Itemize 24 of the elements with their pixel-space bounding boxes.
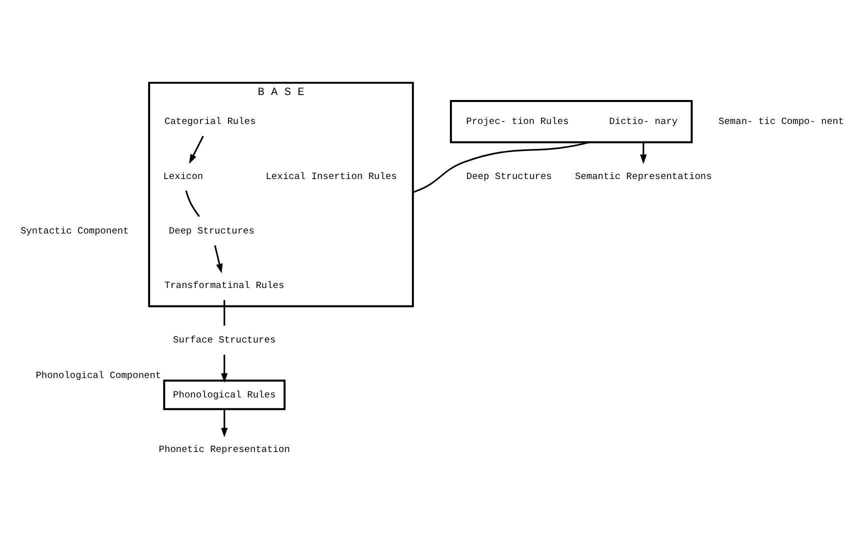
node-text: Dictio- nary	[609, 116, 678, 127]
node-text: Deep Structures	[168, 224, 254, 236]
node-label: Syntactic Component	[20, 224, 129, 236]
arrow	[221, 354, 228, 382]
node-text: Lexicon	[163, 170, 204, 182]
node-text: Categorial Rules	[164, 116, 256, 127]
node-text: Semantic Representations	[574, 170, 712, 182]
connector	[224, 300, 226, 326]
node-box: Phonological Rules	[163, 379, 286, 410]
node-label: Seman- tic Compo- nent	[718, 116, 844, 127]
node-text: Phonetic Representation	[158, 444, 290, 455]
connector	[185, 190, 200, 216]
cluster	[450, 100, 693, 143]
node-text: Projec- tion Rules	[466, 116, 569, 127]
node-label: Phonological Component	[36, 369, 162, 380]
arrow	[640, 142, 647, 164]
arrow	[214, 244, 223, 273]
node-text: Transformatinal Rules	[164, 280, 284, 291]
node-text: Surface Structures	[173, 334, 276, 346]
node-text: Lexical Insertion Rules	[266, 170, 397, 182]
edge-label: Deep Structures	[466, 170, 552, 182]
connector	[412, 140, 590, 193]
arrow	[221, 408, 228, 437]
arrow	[189, 135, 204, 164]
